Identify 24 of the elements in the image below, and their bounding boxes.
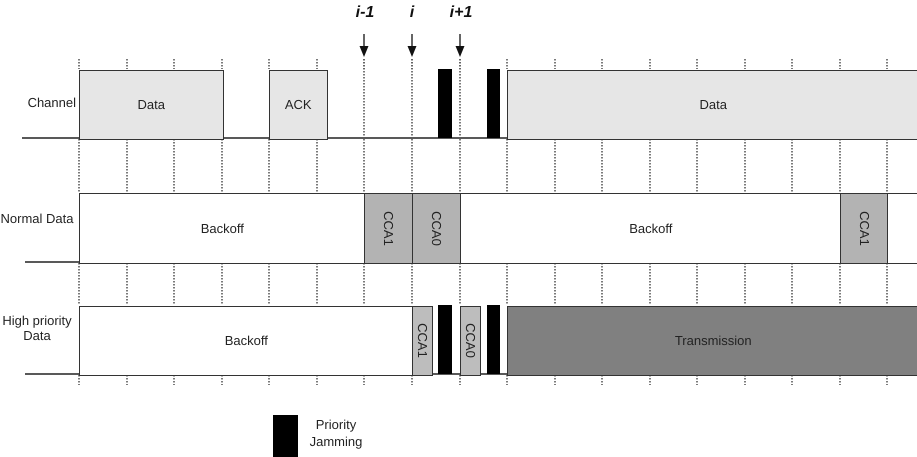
jamming-bar xyxy=(438,69,452,138)
slot-box: Backoff xyxy=(79,193,366,264)
slot-box: Data xyxy=(507,70,917,140)
cca-slot: CCA1 xyxy=(840,193,888,264)
cca-slot: CCA1 xyxy=(412,306,432,376)
slot-box xyxy=(887,193,917,264)
marker-label: i-1 xyxy=(354,4,376,22)
cca-slot: CCA0 xyxy=(412,193,462,264)
slot-box: Backoff xyxy=(79,306,414,376)
row-label: High priority Data xyxy=(1,314,73,344)
legend-label: Priority Jamming xyxy=(308,416,364,451)
transmission-box: Transmission xyxy=(507,306,917,376)
marker-label: i+1 xyxy=(448,4,474,22)
marker-label: i xyxy=(408,4,416,22)
slot-box: ACK xyxy=(269,70,328,140)
cca-slot: CCA0 xyxy=(460,306,480,376)
cca-slot: CCA1 xyxy=(364,193,414,264)
row-label: Normal Data xyxy=(0,212,74,227)
jamming-bar xyxy=(487,305,500,374)
row-label: Channel xyxy=(26,96,76,111)
slot-box: Backoff xyxy=(460,193,842,264)
slot-box: Data xyxy=(79,70,224,140)
jamming-bar xyxy=(438,305,452,374)
jamming-bar xyxy=(487,69,500,138)
